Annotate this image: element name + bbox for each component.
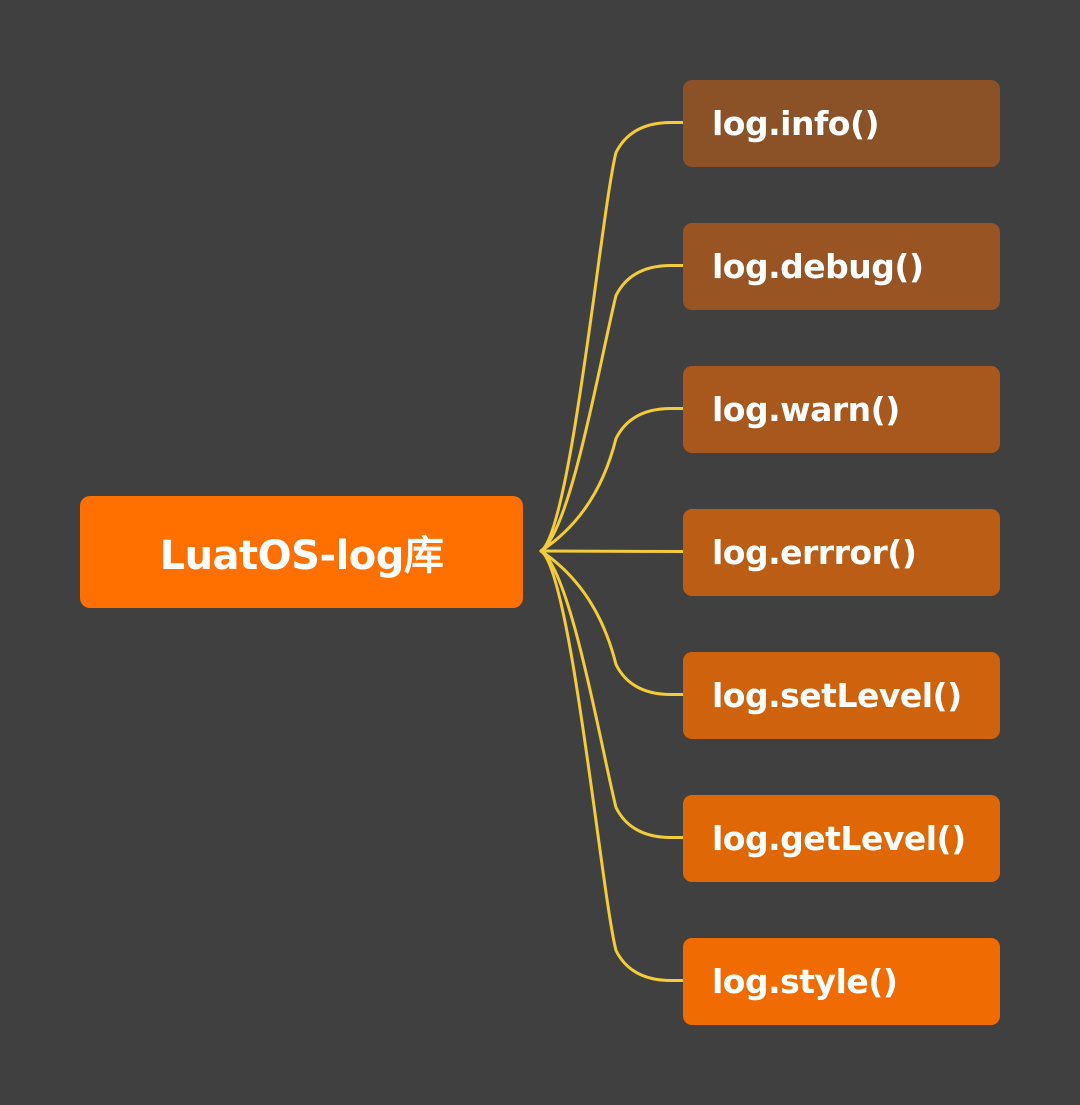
connector-6	[539, 549, 685, 982]
connector-1	[539, 264, 685, 553]
connector-3	[539, 549, 685, 553]
connector-0	[539, 121, 685, 553]
node-log-errror: log.errror()	[683, 509, 1000, 596]
node-log-info: log.info()	[683, 80, 1000, 167]
connector-5	[539, 549, 685, 839]
connector-2	[539, 407, 685, 553]
node-log-getlevel: log.getLevel()	[683, 795, 1000, 882]
connector-4	[539, 549, 685, 696]
node-log-style: log.style()	[683, 938, 1000, 1025]
node-log-warn: log.warn()	[683, 366, 1000, 453]
root-node-luatos-log: LuatOS-log库	[80, 496, 523, 608]
node-log-setlevel: log.setLevel()	[683, 652, 1000, 739]
node-log-debug: log.debug()	[683, 223, 1000, 310]
